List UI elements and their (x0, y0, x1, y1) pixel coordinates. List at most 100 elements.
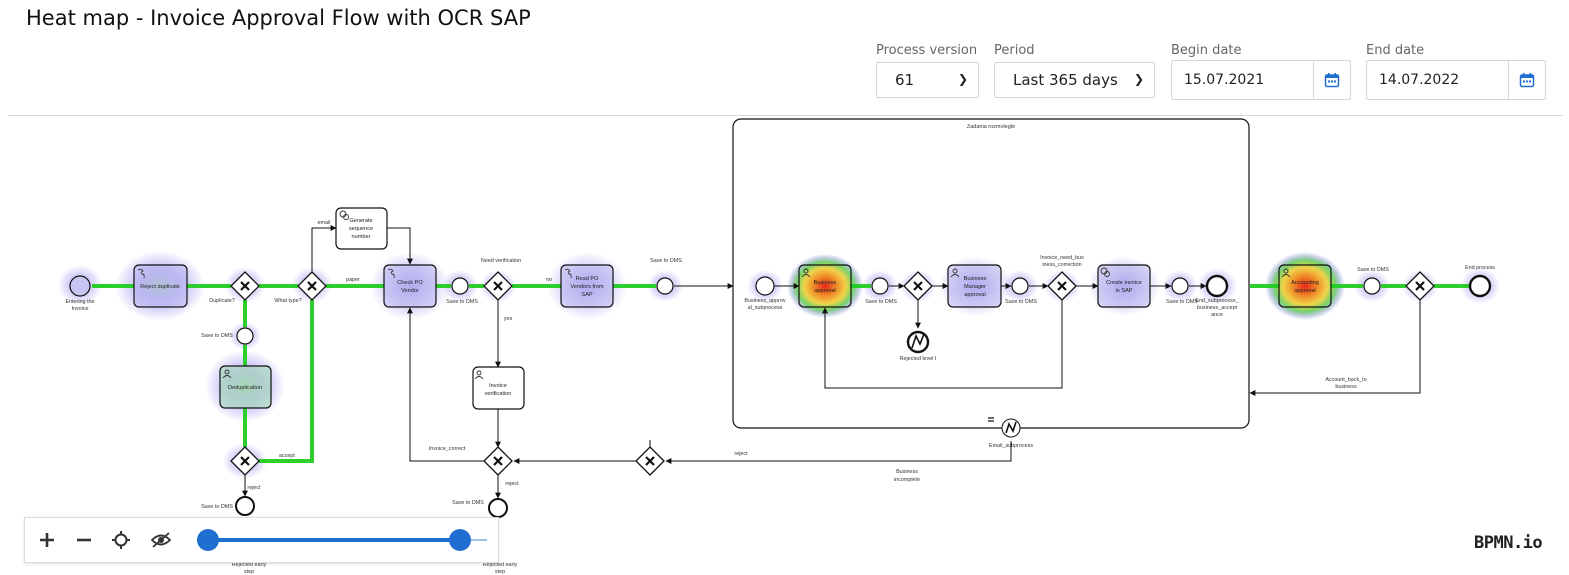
label-invoice-need-1: Invoice_need_bus (1040, 255, 1084, 261)
sequence-flows (242, 225, 1421, 499)
label-invoice-correct: Invoice_correct (429, 446, 466, 452)
begin-date-input[interactable]: 15.07.2021 (1171, 60, 1351, 100)
minus-icon (77, 538, 91, 542)
label-entering-1: Entering the (65, 299, 94, 305)
label-end-sub-1: End_subprocess_ (1195, 298, 1239, 304)
label-save-dms-5: Save to DMS (452, 500, 484, 506)
label-no: no (546, 277, 552, 283)
task-create-invoice-line-2: in SAP (1115, 288, 1132, 294)
label-yes: yes (504, 316, 513, 322)
calendar-icon[interactable] (1508, 61, 1545, 99)
heat-flows (92, 284, 1471, 463)
heatmap-toolbar (24, 517, 499, 563)
task-business-manager-line-3: approval (964, 292, 985, 298)
label-accept: accept (279, 453, 295, 459)
label-duplicate: Duplicate? (209, 298, 234, 304)
chevron-down-icon: ❯ (957, 72, 968, 86)
label-business-incomplete-2: incomplete (894, 477, 920, 483)
label-invoice-need-2: iness_correction (1042, 262, 1081, 268)
label-rejected-level: Rejected level I (900, 356, 937, 362)
eye-off-icon (150, 532, 172, 548)
label-end-sub-2: business_accept (1197, 305, 1238, 311)
label-save-dms-6: Save to DMS (865, 299, 897, 305)
task-business-manager-line-1: Business (964, 276, 987, 282)
slider-handle-high[interactable] (449, 529, 471, 551)
label-entering-2: Invoice (71, 306, 88, 312)
task-invoice-verification-line-2: verification (485, 391, 512, 397)
label-reject-2: reject (505, 481, 519, 487)
heat-range-slider[interactable] (197, 529, 487, 551)
task-deduplication: Deduplication (228, 385, 262, 391)
label-account-back-2: business (1335, 384, 1357, 390)
tasks[interactable] (133, 207, 1332, 410)
task-business-approval-line-2: approval (814, 288, 835, 294)
begin-date-label: Begin date (1171, 43, 1242, 58)
label-save-dms-2: Save to DMS (446, 299, 478, 305)
label-need-verification: Need verification (481, 258, 521, 264)
task-type-icon (137, 210, 1291, 380)
label-save-dms-7: Save to DMS (1005, 299, 1037, 305)
end-date-input[interactable]: 14.07.2022 (1366, 60, 1546, 100)
begin-date-value: 15.07.2021 (1184, 72, 1265, 88)
label-save-dms-4: Save to DMS (201, 504, 233, 510)
gateway-x-icon (240, 281, 1425, 466)
equals-marker (988, 417, 994, 422)
fit-viewport-button[interactable] (107, 526, 135, 554)
label-save-dms-3: Save to DMS (650, 258, 682, 264)
heat-layer (58, 251, 1500, 479)
task-reject-duplicate: Reject duplicate (140, 284, 180, 290)
task-invoice-verification-line-1: Invoice (489, 383, 507, 389)
page-title: Heat map - Invoice Approval Flow with OC… (26, 6, 531, 30)
period-value: Last 365 days (1013, 71, 1118, 89)
process-version-select[interactable]: 61 ❯ (876, 62, 979, 98)
task-read-po-line-2: Vendors from (570, 284, 604, 290)
slider-track (205, 538, 469, 542)
events[interactable] (69, 274, 1492, 518)
slider-handle-low[interactable] (197, 529, 219, 551)
label-paper: paper (346, 277, 360, 283)
label-business-approval-sub-1: Business_approv (744, 298, 786, 304)
toggle-heatmap-button[interactable] (147, 526, 175, 554)
crosshair-icon (112, 531, 130, 549)
label-save-dms-1: Save to DMS (201, 333, 233, 339)
task-business-manager-line-2: Manager (964, 284, 986, 290)
slider-tail (469, 539, 487, 541)
label-email-subprocess: Email_subprocess (989, 443, 1033, 449)
label-save-dms-9: Save to DMS (1357, 267, 1389, 273)
label-end-sub-3: ance (1211, 312, 1223, 318)
task-business-approval-line-1: Business (814, 280, 837, 286)
zoom-in-button[interactable] (33, 526, 61, 554)
task-generate-line-2: sequence (349, 226, 373, 232)
plus-icon (40, 533, 54, 547)
task-generate-line-1: Generate (349, 218, 372, 224)
label-email: email (318, 220, 331, 226)
end-date-value: 14.07.2022 (1379, 72, 1460, 88)
task-read-po-line-3: SAP (581, 292, 592, 298)
end-date-label: End date (1366, 43, 1425, 58)
period-select[interactable]: Last 365 days ❯ (994, 62, 1155, 98)
task-accounting-line-2: approval (1294, 288, 1315, 294)
gateways[interactable] (230, 271, 1435, 476)
subprocess-box[interactable] (732, 118, 1250, 429)
zoom-out-button[interactable] (70, 526, 98, 554)
label-rejected-early-2b: step (495, 569, 505, 575)
task-check-po-line-1: Check PO (397, 280, 423, 286)
process-version-label: Process version (876, 43, 978, 58)
task-accounting-line-1: Accounting (1291, 280, 1319, 286)
label-end-process: End process (1465, 265, 1495, 271)
label-reject-1: reject (247, 485, 261, 491)
label-what-type: What type? (274, 298, 301, 304)
calendar-icon[interactable] (1313, 61, 1350, 99)
label-rejected-early-1b: step (244, 569, 254, 575)
label-account-back-1: Account_back_to (1325, 377, 1366, 383)
label-business-incomplete-1: Business (896, 469, 918, 475)
label-save-dms-8: Save to DMS (1166, 299, 1198, 305)
bpmn-io-logo[interactable]: BPMN.io (1474, 533, 1543, 553)
period-label: Period (994, 43, 1035, 58)
chevron-down-icon: ❯ (1133, 72, 1144, 86)
task-read-po-line-1: Read PO (575, 276, 599, 282)
label-reject-3: reject (734, 451, 748, 457)
error-icon (911, 333, 1017, 434)
task-check-po-line-2: Vendor (401, 288, 419, 294)
task-create-invoice-line-1: Create invoice (1106, 280, 1142, 286)
